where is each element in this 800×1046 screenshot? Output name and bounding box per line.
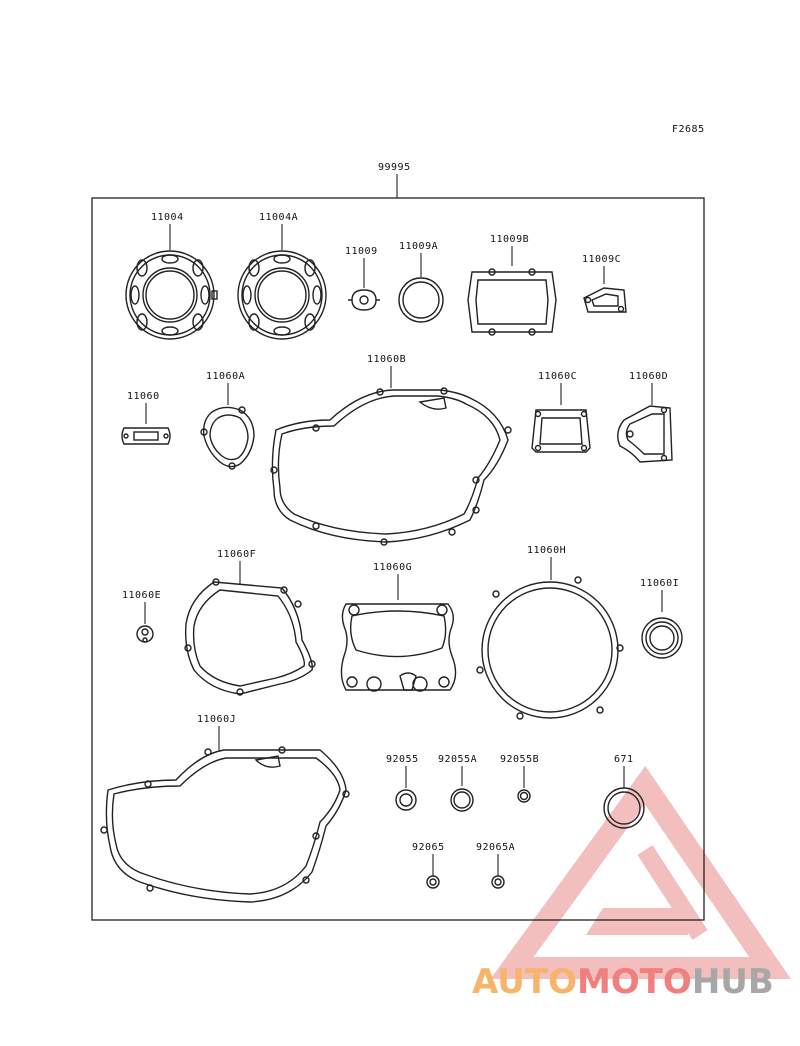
watermark-word-moto: MOTO xyxy=(576,962,692,1002)
gasket-11009c: 11009C xyxy=(582,254,627,313)
gasket-11060h: 11060H xyxy=(476,545,624,720)
gasket-11060b: 11060B xyxy=(270,354,512,546)
label-11060c: 11060C xyxy=(538,371,577,382)
label-11060j: 11060J xyxy=(197,714,236,725)
head-gasket-11004a: 11004A xyxy=(237,212,327,340)
gasket-11060d: 11060D xyxy=(617,371,673,463)
label-11004: 11004 xyxy=(151,212,184,223)
label-92055b: 92055B xyxy=(500,754,539,765)
washer-92065a: 92065A xyxy=(476,842,515,889)
label-11060h: 11060H xyxy=(527,545,566,556)
label-11009: 11009 xyxy=(345,246,378,257)
gasket-11060a: 11060A xyxy=(200,371,255,470)
label-11060g: 11060G xyxy=(373,562,412,573)
label-11009b: 11009B xyxy=(490,234,529,245)
label-11060d: 11060D xyxy=(629,371,668,382)
label-671: 671 xyxy=(614,754,634,765)
watermark-word-auto: AUTO xyxy=(472,962,577,1002)
label-11060f: 11060F xyxy=(217,549,256,560)
seal-671: 671 xyxy=(603,754,645,829)
watermark-logo-icon xyxy=(490,765,791,979)
gasket-11060: 11060 xyxy=(121,391,171,445)
label-11060b: 11060B xyxy=(367,354,406,365)
label-11060a: 11060A xyxy=(206,371,245,382)
label-92055: 92055 xyxy=(386,754,419,765)
gasket-11060f: 11060F xyxy=(184,549,316,696)
kit-frame: 99995 xyxy=(91,162,705,921)
label-92055a: 92055A xyxy=(438,754,477,765)
gasket-11009: 11009 xyxy=(345,246,380,311)
gasket-11060c: 11060C xyxy=(531,371,591,453)
kit-number-label: 99995 xyxy=(378,162,411,173)
label-11009a: 11009A xyxy=(399,241,438,252)
label-92065: 92065 xyxy=(412,842,445,853)
o-ring-92055: 92055 xyxy=(386,754,419,811)
gasket-11060e: 11060E xyxy=(122,590,161,643)
o-ring-11009a: 11009A xyxy=(398,241,444,323)
gasket-11009b: 11009B xyxy=(467,234,557,336)
o-ring-92055a: 92055A xyxy=(438,754,477,812)
gasket-11060g: 11060G xyxy=(340,562,457,692)
label-11009c: 11009C xyxy=(582,254,621,265)
seal-11060i: 11060I xyxy=(640,578,683,659)
watermark-wordmark: AUTOMOTOHUB xyxy=(472,962,774,1002)
figure-code: F2685 xyxy=(672,124,705,135)
label-92065a: 92065A xyxy=(476,842,515,853)
label-11060i: 11060I xyxy=(640,578,679,589)
gasket-11060j: 11060J xyxy=(100,714,350,903)
washer-92065: 92065 xyxy=(412,842,445,889)
label-11060: 11060 xyxy=(127,391,160,402)
label-11060e: 11060E xyxy=(122,590,161,601)
watermark-word-hub: HUB xyxy=(691,962,774,1002)
o-ring-92055b: 92055B xyxy=(500,754,539,803)
head-gasket-11004: 11004 xyxy=(125,212,218,340)
label-11004a: 11004A xyxy=(259,212,298,223)
